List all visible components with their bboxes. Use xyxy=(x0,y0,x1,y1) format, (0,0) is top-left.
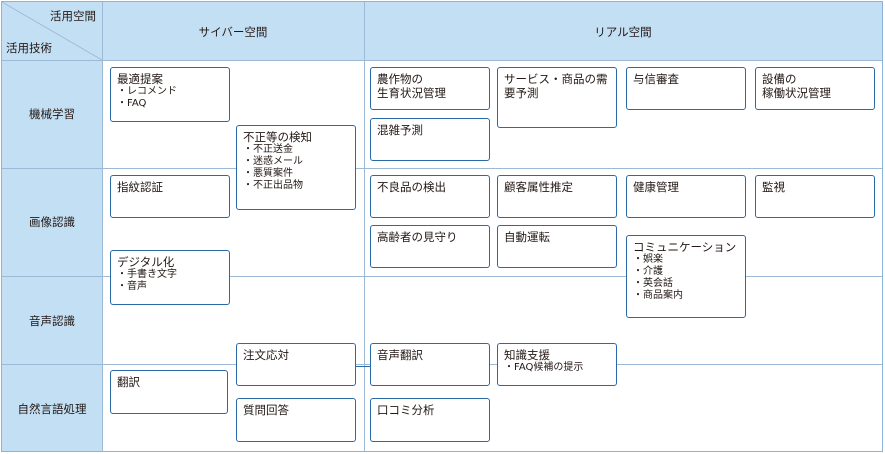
box-fraud-detection-item-1: ・不正送金 xyxy=(243,144,293,155)
box-credit-screening: 与信審査 xyxy=(626,67,746,110)
corner-label-space: 活用空間 xyxy=(50,9,96,23)
box-recommendation-item-1: ・レコメンド xyxy=(117,86,177,97)
box-congestion-forecast-title: 混雑予測 xyxy=(377,123,423,137)
box-fraud-detection-title: 不正等の検知 xyxy=(243,130,312,144)
row-label-machine-learning: 機械学習 xyxy=(29,107,75,121)
box-recommendation-title: 最適提案 xyxy=(117,72,163,86)
box-review-analysis: 口コミ分析 xyxy=(370,398,490,442)
box-autonomous-driving: 自動運転 xyxy=(497,225,617,268)
box-recommendation: 最適提案 ・レコメンド ・FAQ xyxy=(110,67,230,122)
box-communication: コミュニケーション ・娯楽 ・介護 ・英会話 ・商品案内 xyxy=(626,235,746,318)
box-elderly-watch: 高齢者の見守り xyxy=(370,225,490,268)
header-row-bg xyxy=(2,2,882,60)
box-digitization-item-1: ・手書き文字 xyxy=(117,269,177,280)
box-fraud-detection-item-2: ・迷惑メール xyxy=(243,156,303,167)
box-fraud-detection-item-4: ・不正出品物 xyxy=(243,180,303,191)
box-demand-forecast: サービス・商品の需 要予測 xyxy=(497,67,617,128)
box-communication-item-1: ・娯楽 xyxy=(633,254,663,265)
box-communication-item-4: ・商品案内 xyxy=(633,290,683,301)
grid-line-h1 xyxy=(2,60,882,61)
grid-line-v2 xyxy=(364,2,365,451)
box-knowledge-support: 知識支援 ・FAQ候補の提示 xyxy=(497,343,617,386)
column-header-cyber: サイバー空間 xyxy=(198,25,268,39)
grid-line-h2 xyxy=(2,168,882,169)
box-equipment-monitoring-title-2: 稼働状況管理 xyxy=(762,86,831,100)
box-knowledge-support-title: 知識支援 xyxy=(504,348,550,362)
row-label-column-bg xyxy=(2,60,102,451)
box-customer-attribute-title: 顧客属性推定 xyxy=(504,180,573,194)
box-equipment-monitoring: 設備の 稼働状況管理 xyxy=(755,67,875,110)
corner-label-technology: 活用技術 xyxy=(6,41,52,55)
row-label-nlp: 自然言語処理 xyxy=(17,402,87,416)
box-order-handling: 注文応対 xyxy=(236,343,356,386)
box-communication-item-3: ・英会話 xyxy=(633,278,673,289)
box-translation-title: 翻訳 xyxy=(117,375,140,389)
box-customer-attribute: 顧客属性推定 xyxy=(497,175,617,218)
box-crop-management: 農作物の 生育状況管理 xyxy=(370,67,490,110)
box-equipment-monitoring-title-1: 設備の xyxy=(762,72,797,86)
box-digitization-title: デジタル化 xyxy=(117,255,175,269)
box-demand-forecast-title-2: 要予測 xyxy=(504,86,539,100)
box-credit-screening-title: 与信審査 xyxy=(633,72,679,86)
box-autonomous-driving-title: 自動運転 xyxy=(504,230,550,244)
connector-order-voicetrans xyxy=(355,366,372,367)
box-fingerprint-auth: 指紋認証 xyxy=(110,175,230,218)
box-communication-title: コミュニケーション xyxy=(633,240,737,254)
box-surveillance-title: 監視 xyxy=(762,180,785,194)
row-label-image-recognition: 画像認識 xyxy=(29,215,75,229)
box-elderly-watch-title: 高齢者の見守り xyxy=(377,230,458,244)
box-review-analysis-title: 口コミ分析 xyxy=(377,403,435,417)
box-translation: 翻訳 xyxy=(110,370,228,414)
grid-line-h3 xyxy=(2,276,882,277)
box-digitization: デジタル化 ・手書き文字 ・音声 xyxy=(110,250,230,305)
box-fraud-detection-item-3: ・悪質案件 xyxy=(243,168,293,179)
box-fraud-detection: 不正等の検知 ・不正送金 ・迷惑メール ・悪質案件 ・不正出品物 xyxy=(236,125,356,210)
box-order-handling-title: 注文応対 xyxy=(243,348,289,362)
box-communication-item-2: ・介護 xyxy=(633,266,663,277)
box-defect-detection: 不良品の検出 xyxy=(370,175,490,218)
box-knowledge-support-item-1: ・FAQ候補の提示 xyxy=(504,362,584,373)
box-digitization-item-2: ・音声 xyxy=(117,281,147,292)
box-question-answering-title: 質問回答 xyxy=(243,403,289,417)
box-health-management-title: 健康管理 xyxy=(633,180,679,194)
box-crop-management-title-2: 生育状況管理 xyxy=(377,86,446,100)
box-health-management: 健康管理 xyxy=(626,175,746,218)
column-header-real: リアル空間 xyxy=(594,25,652,39)
box-defect-detection-title: 不良品の検出 xyxy=(377,180,446,194)
box-crop-management-title-1: 農作物の xyxy=(377,72,423,86)
box-surveillance: 監視 xyxy=(755,175,875,218)
box-congestion-forecast: 混雑予測 xyxy=(370,118,490,161)
box-demand-forecast-title-1: サービス・商品の需 xyxy=(504,72,608,86)
box-voice-translation-title: 音声翻訳 xyxy=(377,348,423,362)
grid-line-v1 xyxy=(102,2,103,451)
box-voice-translation: 音声翻訳 xyxy=(370,343,490,386)
box-recommendation-item-2: ・FAQ xyxy=(117,98,147,109)
box-question-answering: 質問回答 xyxy=(236,398,356,442)
row-label-speech-recognition: 音声認識 xyxy=(29,314,75,328)
box-fingerprint-auth-title: 指紋認証 xyxy=(117,180,163,194)
